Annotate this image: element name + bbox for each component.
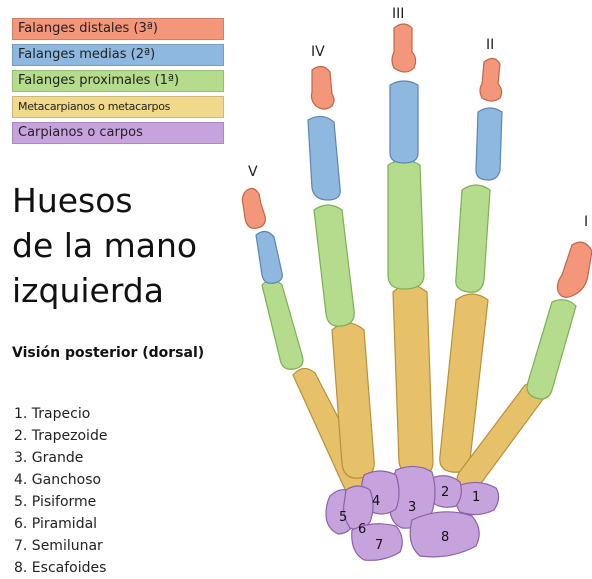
middle-phalanx-v: [256, 231, 282, 283]
carpal-number-4: 4: [372, 494, 380, 509]
finger-ii-bones: [440, 58, 502, 472]
proximal-phalanx-iv: [314, 205, 354, 326]
finger-label-v: V: [248, 164, 258, 180]
distal-phalanx-i: [558, 242, 592, 297]
distal-phalanx-iii: [392, 24, 416, 72]
carpal-number-2: 2: [441, 485, 449, 500]
carpal-number-8: 8: [441, 530, 449, 545]
middle-phalanx-ii: [476, 108, 502, 180]
proximal-phalanx-ii: [456, 185, 490, 292]
middle-phalanx-iii: [390, 81, 418, 163]
carpal-number-3: 3: [408, 500, 416, 515]
finger-label-iii: III: [392, 6, 404, 22]
carpal-number-7: 7: [375, 538, 383, 553]
finger-label-i: I: [584, 214, 588, 230]
carpal-number-6: 6: [358, 522, 366, 537]
metacarpal-iii: [393, 285, 433, 476]
distal-phalanx-v: [242, 188, 265, 228]
carpal-number-1: 1: [472, 490, 480, 505]
finger-iii-bones: [388, 24, 433, 476]
finger-label-ii: II: [486, 37, 494, 53]
carpal-number-5: 5: [339, 510, 347, 525]
middle-phalanx-iv: [308, 116, 340, 200]
proximal-phalanx-i: [527, 300, 576, 399]
finger-label-iv: IV: [311, 44, 325, 60]
distal-phalanx-ii: [480, 58, 502, 101]
proximal-phalanx-v: [262, 280, 303, 369]
distal-phalanx-iv: [312, 66, 335, 109]
proximal-phalanx-iii: [388, 160, 424, 289]
